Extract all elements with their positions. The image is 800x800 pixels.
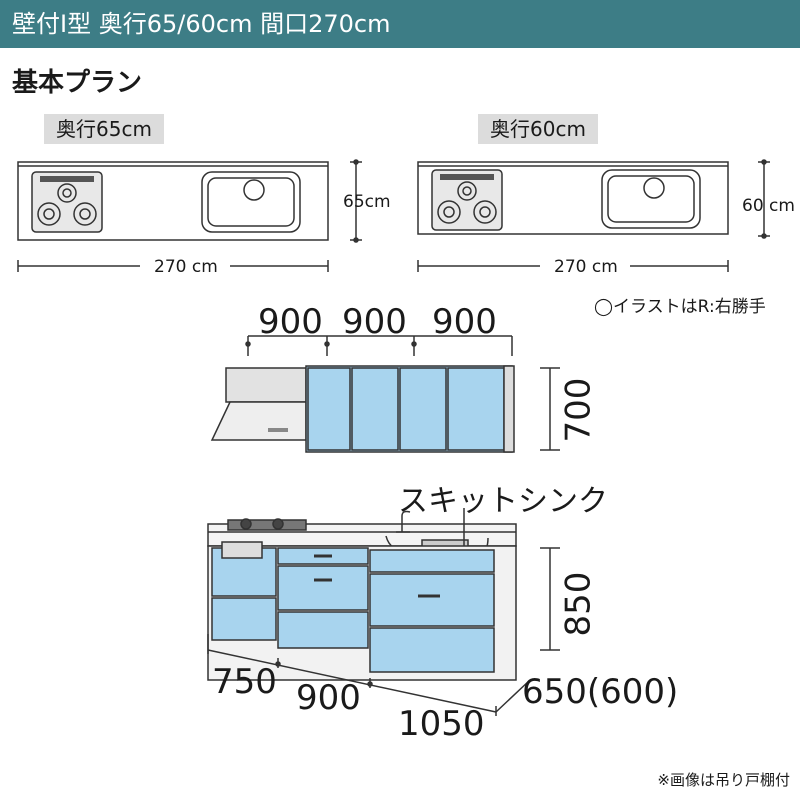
illustration-note: ◯イラストはR:右勝手	[594, 297, 766, 317]
range-hood	[210, 367, 307, 441]
width-dim-right-unit: cm	[591, 257, 618, 277]
depth-tag-60: 奥行60cm	[478, 114, 598, 144]
base-height-dim-line	[540, 547, 560, 651]
depth-dim-line-65	[350, 159, 362, 243]
width-dim-left-value: 270	[154, 257, 187, 277]
base-width-3: 1050	[398, 704, 485, 744]
base-cabinets	[207, 541, 517, 681]
base-height-dim: 850	[558, 571, 599, 637]
section-title: 基本プラン	[12, 68, 143, 98]
width-dim-left-unit: cm	[191, 257, 218, 277]
wall-width-3: 900	[432, 302, 497, 342]
wall-width-2: 900	[342, 302, 407, 342]
width-dim-left: 270 cm	[154, 257, 218, 277]
wall-cabinet-width-dim-line	[245, 335, 513, 356]
stove-burners-elevation	[227, 518, 307, 531]
sink-basin-icon	[201, 171, 301, 233]
sink-basin-icon	[601, 169, 701, 229]
footer-note: ※画像は吊り戸棚付	[657, 771, 790, 789]
base-depth-dim-line	[495, 679, 531, 713]
faucet-icon	[396, 510, 411, 533]
base-width-1: 750	[212, 662, 277, 702]
depth-dim-65: 65cm	[343, 192, 391, 212]
depth-dim-line-60	[758, 159, 770, 239]
wall-height-dim: 700	[558, 377, 599, 443]
base-width-2: 900	[296, 678, 361, 718]
wall-cabinets	[305, 365, 515, 453]
page-header: 壁付I型 奥行65/60cm 間口270cm	[0, 0, 800, 48]
base-width-dim-line	[207, 634, 497, 716]
width-dim-right-value: 270	[554, 257, 587, 277]
wall-cabinet-height-dim-line	[540, 367, 560, 451]
base-depth-dim: 650(600)	[522, 672, 679, 712]
depth-dim-60-unit: cm	[769, 196, 795, 216]
stove-top-icon	[31, 171, 103, 233]
width-dim-right: 270 cm	[554, 257, 618, 277]
width-dim-line-left	[17, 260, 329, 272]
wall-width-1: 900	[258, 302, 323, 342]
stove-top-icon	[431, 169, 503, 231]
depth-dim-60-value: 60	[742, 196, 764, 216]
depth-dim-60: 60 cm	[742, 196, 795, 216]
sink-callout-label: スキットシンク	[398, 484, 608, 519]
depth-tag-65: 奥行65cm	[44, 114, 164, 144]
width-dim-line-right	[417, 260, 729, 272]
